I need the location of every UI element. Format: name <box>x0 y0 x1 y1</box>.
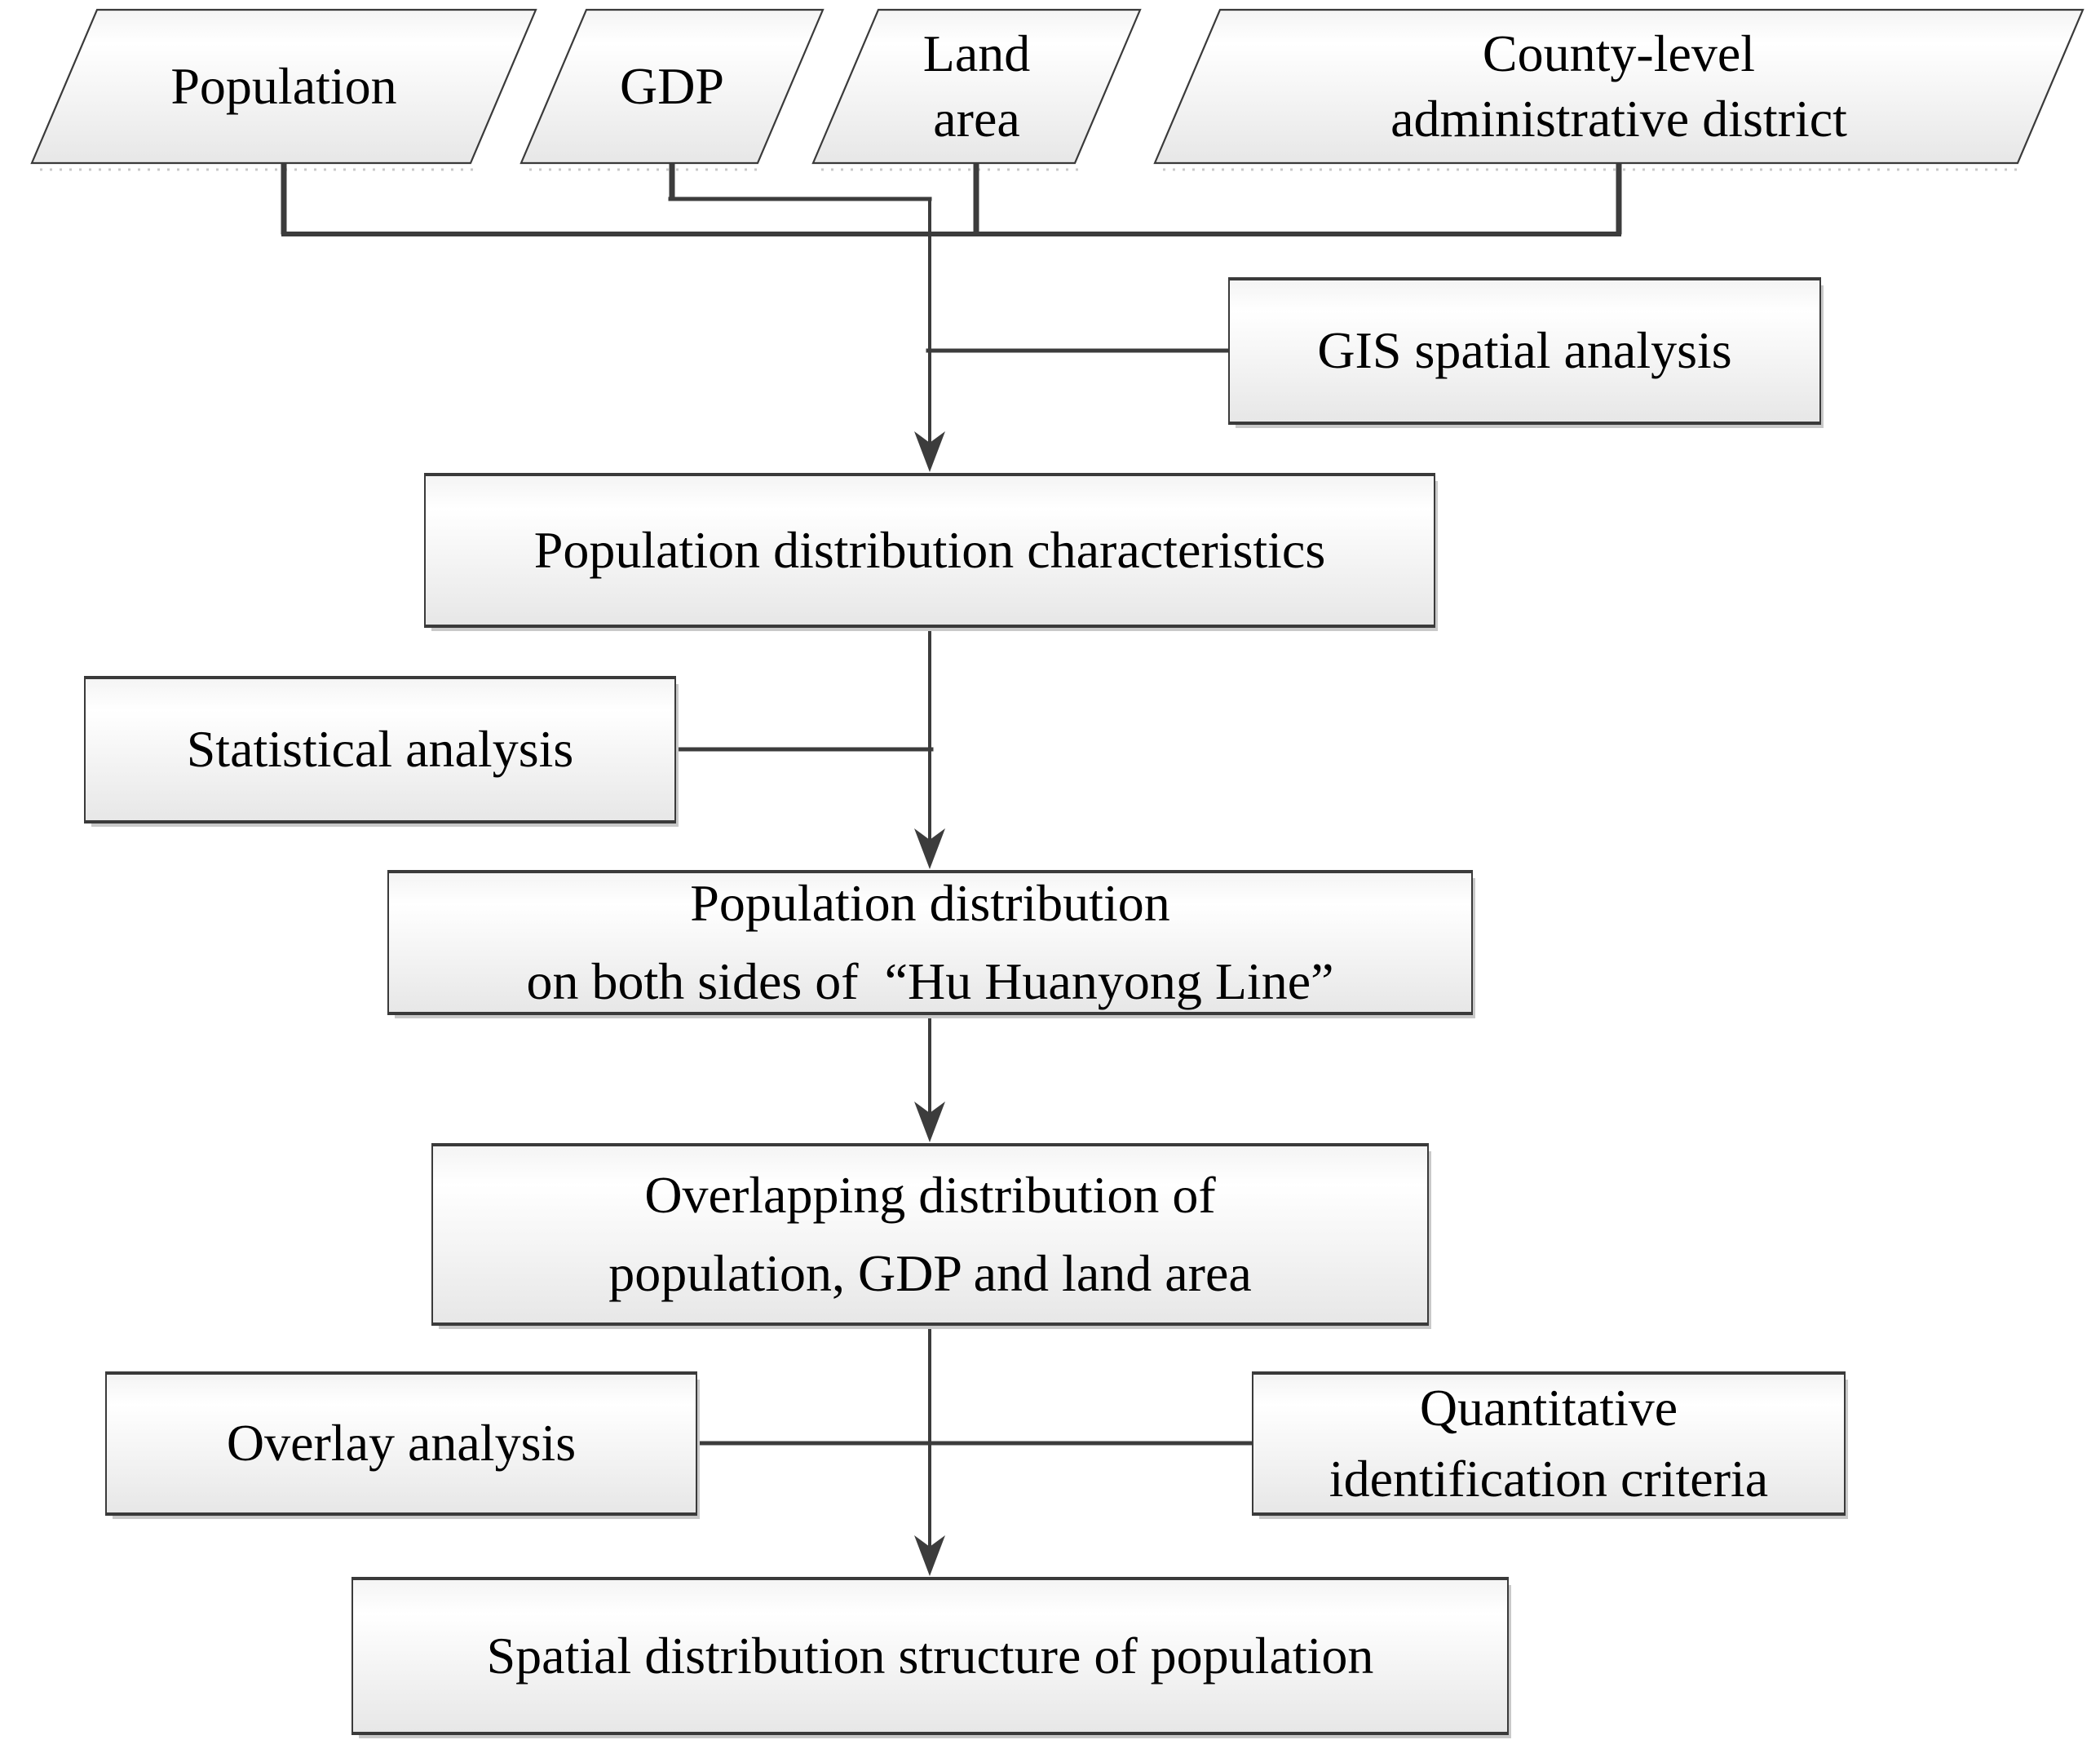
box-gis-spatial-analysis: GIS spatial analysis <box>1228 277 1821 425</box>
hu-line-label-line2: on both sides of “Hu Huanyong Line” <box>526 952 1334 1010</box>
box-population-distribution-characteristics: Population distribution characteristics <box>424 473 1435 628</box>
parallelogram-county-shape <box>1153 8 2085 165</box>
box-statistical-analysis: Statistical analysis <box>84 676 676 824</box>
box-overlapping-distribution: Overlapping distribution of population, … <box>431 1143 1429 1326</box>
parallelogram-population-shape <box>30 8 537 165</box>
box-hu-huanyong-line: Population distribution on both sides of… <box>387 870 1473 1015</box>
quant-label-line1: Quantitative <box>1419 1379 1678 1437</box>
statistical-label: Statistical analysis <box>186 720 574 779</box>
input-parallelograms <box>30 8 2085 165</box>
spatial-label: Spatial distribution structure of popula… <box>486 1626 1374 1685</box>
box-overlay-analysis: Overlay analysis <box>105 1371 697 1516</box>
arrowheads <box>914 431 945 1576</box>
arrowhead-4 <box>914 1535 945 1576</box>
arrowhead-3 <box>914 1102 945 1142</box>
gis-label: GIS spatial analysis <box>1317 321 1732 380</box>
parallelogram-land-area-shape <box>811 8 1142 165</box>
connectors <box>281 158 1622 1566</box>
box-quantitative-identification: Quantitative identification criteria <box>1252 1371 1846 1516</box>
pop-dist-char-label: Population distribution characteristics <box>533 520 1326 579</box>
box-spatial-distribution-structure: Spatial distribution structure of popula… <box>351 1577 1509 1735</box>
overlap-label-line2: population, GDP and land area <box>608 1244 1252 1302</box>
overlap-label-line1: Overlapping distribution of <box>644 1166 1216 1224</box>
overlay-label: Overlay analysis <box>226 1414 577 1473</box>
arrowhead-2 <box>914 828 945 869</box>
quant-label-line2: identification criteria <box>1329 1449 1769 1508</box>
hu-line-label-line1: Population distribution <box>690 874 1170 932</box>
arrowhead-1 <box>914 431 945 472</box>
parallelogram-gdp-shape <box>519 8 825 165</box>
